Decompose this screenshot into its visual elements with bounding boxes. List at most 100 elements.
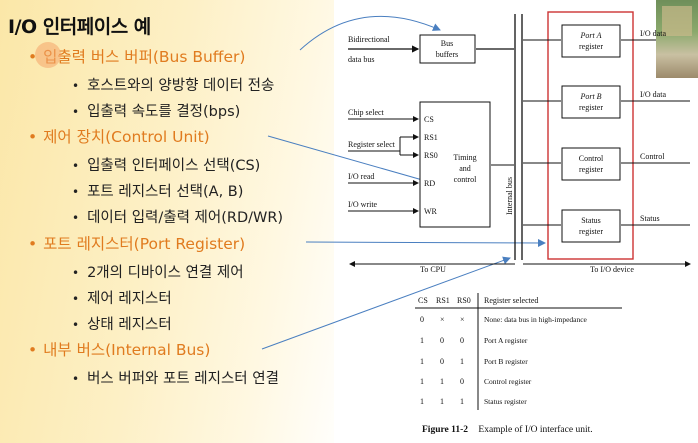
bullet-dot-icon: • (28, 128, 38, 146)
table-row: 1 1 1 Status register (420, 397, 527, 406)
cell: 0 (460, 377, 464, 386)
cell: 1 (460, 357, 464, 366)
cell: × (460, 315, 465, 324)
status-out-label: Status (640, 214, 660, 223)
pin-cs: CS (424, 115, 434, 124)
sub-dot-icon: • (72, 292, 80, 306)
cell: 1 (420, 336, 424, 345)
sub-dot-icon: • (72, 105, 80, 119)
cell: Status register (484, 397, 527, 406)
sub-bullet-label: 호스트와의 양방향 데이터 전송 (87, 78, 275, 94)
table-row: 1 1 0 Control register (420, 377, 532, 386)
bullet-panel (0, 0, 350, 443)
sub-bullet: • 데이터 입력/출력 제어(RD/WR) (72, 206, 283, 227)
annotation-arrow (267, 135, 441, 187)
label-io-read: I/O read (348, 172, 374, 181)
sub-dot-icon: • (72, 372, 80, 386)
sub-bullet-label: 2개의 디바이스 연결 제어 (87, 265, 244, 281)
bullet-dot-icon: • (28, 341, 38, 359)
annotation-arrow (299, 15, 441, 51)
cell: 1 (440, 377, 444, 386)
control-register-box (561, 147, 621, 181)
sub-bullet-label: 데이터 입력/출력 제어(RD/WR) (87, 210, 284, 226)
to-device-label: To I/O device (590, 265, 634, 274)
cell: Port A register (484, 336, 528, 345)
control-out-label: Control (640, 152, 665, 161)
sub-bullet: • 버스 버퍼와 포트 레지스터 연결 (72, 367, 279, 388)
sub-dot-icon: • (72, 266, 80, 280)
th-register: Register selected (484, 296, 538, 305)
bullet-label: 내부 버스(Internal Bus) (43, 341, 211, 359)
sub-bullet: • 상태 레지스터 (72, 313, 172, 334)
status-reg-line2: register (579, 227, 603, 236)
to-cpu-label: To CPU (420, 265, 446, 274)
cell: Control register (484, 377, 532, 386)
bullet-port-register: • 포트 레지스터(Port Register) (28, 232, 245, 254)
cell: 1 (460, 397, 464, 406)
cell: 1 (420, 377, 424, 386)
bus-buffers-line2: buffers (436, 50, 459, 59)
bullet-label: 포트 레지스터(Port Register) (43, 235, 246, 253)
sub-bullet: •포트 레지스터 선택(A, B) (72, 180, 243, 201)
sub-dot-icon: • (72, 79, 80, 93)
register-select-table: CS RS1 RS0 Register selected 0 × × None:… (415, 293, 622, 410)
caption-figure-number: Figure 11-2 (422, 425, 469, 435)
bus-buffers-line1: Bus (441, 39, 453, 48)
sub-bullet: • 호스트와의 양방향 데이터 전송 (72, 74, 274, 95)
sub-bullet-label: 상태 레지스터 (87, 317, 172, 333)
slide-title: I/O 인터페이스 예 (8, 16, 151, 38)
highlight-circle (35, 42, 61, 68)
pin-rs0: RS0 (424, 151, 438, 160)
bullet-internal-bus: • 내부 버스(Internal Bus) (28, 338, 210, 360)
bullet-bus-buffer: •입출력 버스 버퍼(Bus Buffer) (28, 45, 245, 67)
sub-bullet: • 제어 레지스터 (72, 287, 172, 308)
sub-dot-icon: • (72, 318, 80, 332)
port-a-out-label: I/O data (640, 29, 666, 38)
sub-bullet: •입출력 속도를 결정(bps) (72, 100, 240, 121)
control-reg-line1: Control (579, 154, 604, 163)
label-register-select: Register select (348, 140, 396, 149)
sub-bullet-label: 버스 버퍼와 포트 레지스터 연결 (87, 371, 279, 387)
cell: None: data bus in high-impedance (484, 315, 588, 324)
control-unit-box (419, 101, 491, 228)
sub-bullet: • 2개의 디바이스 연결 제어 (72, 261, 244, 282)
status-register-box (561, 209, 621, 243)
sub-bullet-label: 입출력 인터페이스 선택(CS) (87, 158, 261, 174)
sub-bullet-label: 제어 레지스터 (87, 291, 172, 307)
label-chip-select: Chip select (348, 108, 385, 117)
sub-dot-icon: • (72, 185, 80, 199)
port-a-line2: register (579, 42, 603, 51)
bullet-dot-icon: • (28, 235, 38, 253)
port-b-box (561, 85, 621, 119)
cell: × (440, 315, 445, 324)
table-row: 0 × × None: data bus in high-impedance (420, 315, 588, 324)
figure-caption: Figure 11-2 Example of I/O interface uni… (422, 425, 593, 435)
presenter-photo (656, 0, 698, 78)
pin-rd: RD (424, 179, 435, 188)
cell: Port B register (484, 357, 528, 366)
bullet-control-unit: • 제어 장치(Control Unit) (28, 125, 210, 147)
cell: 1 (420, 397, 424, 406)
bullet-dot-icon: • (28, 48, 38, 66)
cell: 0 (420, 315, 424, 324)
table-row: 1 0 1 Port B register (420, 357, 528, 366)
sub-dot-icon: • (72, 211, 80, 225)
bullet-label: 제어 장치(Control Unit) (43, 128, 210, 146)
annotation-arrow (305, 238, 546, 247)
label-io-write: I/O write (348, 200, 378, 209)
th-rs1: RS1 (436, 296, 450, 305)
table-row: 1 0 0 Port A register (420, 336, 528, 345)
pin-wr: WR (424, 207, 438, 216)
control-reg-line2: register (579, 165, 603, 174)
port-b-line1: Port B (579, 92, 601, 101)
sub-dot-icon: • (72, 159, 80, 173)
port-a-line1: Port A (580, 31, 602, 40)
cell: 0 (460, 336, 464, 345)
annotation-arrow (261, 256, 511, 350)
sub-bullet: • 입출력 인터페이스 선택(CS) (72, 154, 260, 175)
cell: 1 (420, 357, 424, 366)
cell: 0 (440, 336, 444, 345)
status-reg-line1: Status (581, 216, 601, 225)
